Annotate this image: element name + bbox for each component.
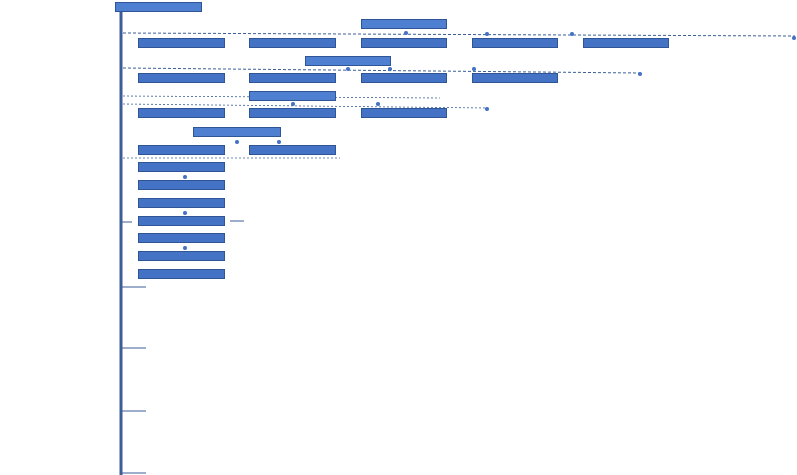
node-n7 [305,56,391,66]
connector-dot-8 [638,72,642,76]
node-n18 [249,145,336,155]
node-n14 [138,108,225,118]
node-n1 [361,19,447,29]
tier-line-4 [122,103,489,109]
node-n2 [138,38,225,48]
node-n24 [138,251,225,261]
node-n10 [361,73,447,83]
tier-line-1 [122,32,796,37]
connector-dot-2 [485,32,489,36]
connector-dot-13 [277,140,281,144]
node-n11 [472,73,558,83]
connector-dot-6 [388,67,392,71]
connector-dot-12 [235,140,239,144]
connector-dot-1 [404,31,408,35]
root-node [115,2,202,12]
connector-dot-10 [376,102,380,106]
tier-line-3 [122,95,441,99]
node-n9 [249,73,336,83]
node-n15 [361,108,447,118]
connector-dot-7 [472,67,476,71]
node-n12 [249,91,336,101]
node-n22 [138,216,225,226]
node-n8 [138,73,225,83]
node-n4 [361,38,447,48]
node-n25 [138,269,225,279]
node-n20 [138,180,225,190]
connector-dot-11 [485,107,489,111]
connector-dot-4 [792,36,796,40]
tier-line-2 [122,67,641,74]
connector-dot-5 [346,67,350,71]
connector-dot-15 [183,211,187,215]
node-n23 [138,233,225,243]
node-n21 [138,198,225,208]
node-n16 [193,127,281,137]
node-n6 [583,38,669,48]
connector-dot-16 [183,246,187,250]
connector-dot-3 [570,32,574,36]
node-n5 [472,38,558,48]
node-n17 [138,145,225,155]
node-n13 [249,108,336,118]
connector-dot-9 [291,102,295,106]
connector-dot-14 [183,175,187,179]
node-n19 [138,162,225,172]
node-n3 [249,38,336,48]
